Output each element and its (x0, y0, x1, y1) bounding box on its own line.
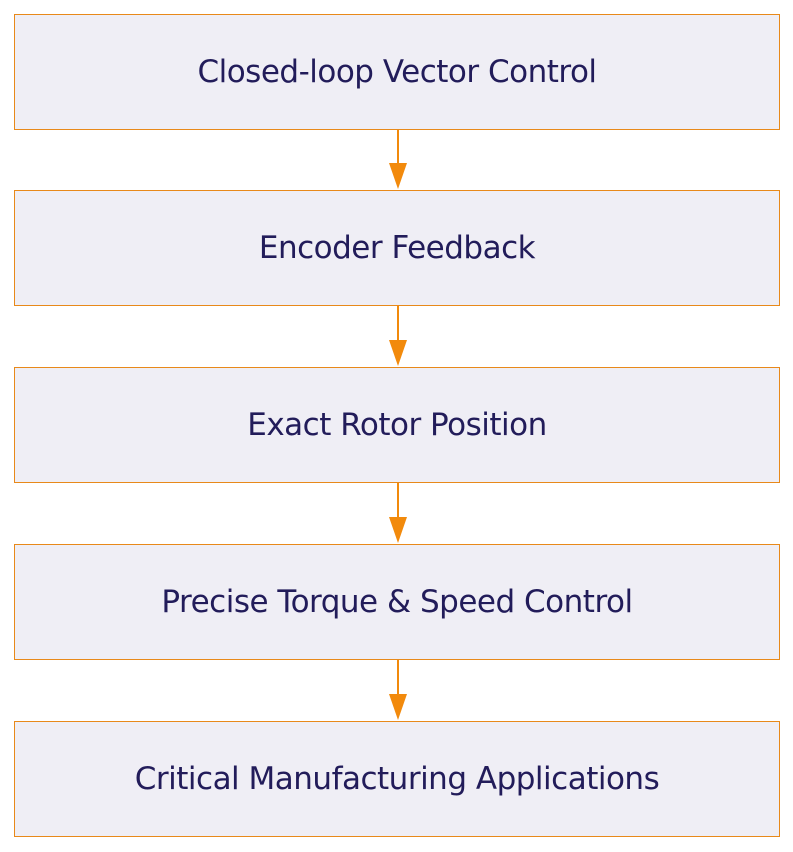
node-precise-torque-speed-control: Precise Torque & Speed Control (14, 544, 780, 660)
node-label: Critical Manufacturing Applications (134, 761, 660, 797)
edge-arrow-n4-n5 (389, 660, 407, 720)
node-encoder-feedback: Encoder Feedback (14, 190, 780, 306)
node-label: Encoder Feedback (258, 230, 536, 266)
arrowhead-icon (389, 517, 407, 543)
node-label: Exact Rotor Position (247, 407, 547, 443)
edge-arrow-n2-n3 (389, 306, 407, 366)
node-label: Precise Torque & Speed Control (161, 584, 633, 620)
edge-arrow-n1-n2 (389, 130, 407, 189)
node-closed-loop-vector-control: Closed-loop Vector Control (14, 14, 780, 130)
node-exact-rotor-position: Exact Rotor Position (14, 367, 780, 483)
edge-arrow-n3-n4 (389, 483, 407, 543)
arrowhead-icon (389, 694, 407, 720)
node-critical-manufacturing-applications: Critical Manufacturing Applications (14, 721, 780, 837)
arrowhead-icon (389, 163, 407, 189)
node-label: Closed-loop Vector Control (197, 54, 597, 90)
arrowhead-icon (389, 340, 407, 366)
